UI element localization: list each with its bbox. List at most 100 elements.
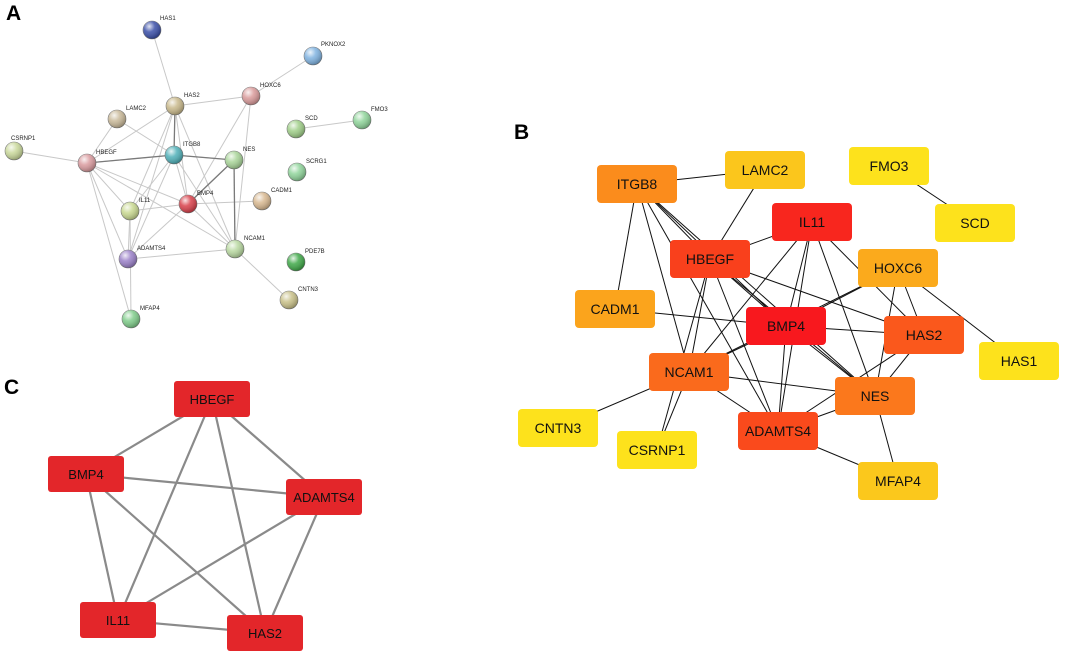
panel-b-node-il11: IL11 <box>772 203 852 241</box>
panel-a-node-il11-shine <box>121 202 139 220</box>
panel-a-node-scd: SCD <box>286 116 318 139</box>
panel-b-node-csrnp1-label: CSRNP1 <box>629 442 686 458</box>
panel-b-node-hoxc6: HOXC6 <box>858 249 938 287</box>
panel-c-node-bmp4-label: BMP4 <box>68 467 103 482</box>
panel-a-node-hbegf: HBEGF <box>77 150 117 173</box>
panel-c-node-il11-box <box>80 602 156 638</box>
panel-b-node-ncam1-box <box>649 353 729 391</box>
panel-a-node-hoxc6-label: HOXC6 <box>260 83 281 89</box>
panel-a-edge-itgb8-il11 <box>129 154 175 212</box>
panel-a-edge-hbegf-ncam1 <box>86 162 236 250</box>
panel-a-node-mfap4-label: MFAP4 <box>140 306 160 312</box>
panel-b-node-cadm1-label: CADM1 <box>590 301 639 317</box>
panel-c-edges <box>84 398 326 635</box>
panel-b-node-mfap4-label: MFAP4 <box>875 473 921 489</box>
panel-c-node-il11-label: IL11 <box>106 613 130 628</box>
panel-a-strong-edge-itgb8-nes <box>173 154 235 161</box>
panel-a-node-nes-label: NES <box>243 147 255 153</box>
panel-a-node-lamc2: LAMC2 <box>107 106 147 129</box>
panel-c-node-bmp4: BMP4 <box>48 456 124 492</box>
panel-a-node-has1-label: HAS1 <box>160 16 176 22</box>
panel-a-node-cntn3: CNTN3 <box>279 287 319 310</box>
panel-a-edges <box>13 29 363 320</box>
panel-b-node-hbegf-box <box>670 240 750 278</box>
panel-b-node-lamc2-label: LAMC2 <box>742 162 789 178</box>
panel-a-string-network: HAS1PKNOX2HOXC6HAS2LAMC2SCDFMO3CSRNP1ITG… <box>4 16 388 329</box>
panel-a-node-pknox2-label: PKNOX2 <box>321 42 346 48</box>
panel-b-node-scd-box <box>935 204 1015 242</box>
panel-a-node-scd-shine <box>287 120 305 138</box>
panel-a-node-scrg1-label: SCRG1 <box>306 159 327 165</box>
panel-b-node-mfap4: MFAP4 <box>858 462 938 500</box>
panel-a-node-ncam1-label: NCAM1 <box>244 236 266 242</box>
panel-a-letter: A <box>6 2 21 25</box>
panel-a-edge-bmp4-il11 <box>129 203 189 212</box>
panel-a-node-scrg1-shine <box>288 163 306 181</box>
panel-b-node-fmo3: FMO3 <box>849 147 929 185</box>
panel-c-edge-bmp4-il11 <box>84 473 120 621</box>
panel-a-node-il11: IL11 <box>120 198 151 221</box>
panel-b-node-lamc2: LAMC2 <box>725 151 805 189</box>
panel-a-edge-bmp4-cadm1 <box>187 200 263 205</box>
panel-a-node-has2-shine <box>166 97 184 115</box>
panel-b-node-hoxc6-box <box>858 249 938 287</box>
panel-b-node-adamts4-box <box>738 412 818 450</box>
panel-b-node-csrnp1-box <box>617 431 697 469</box>
panel-b-edge-il11-ncam1 <box>688 221 813 373</box>
panel-a-node-itgb8-shine <box>165 146 183 164</box>
panel-c-node-il11: IL11 <box>80 602 156 638</box>
panel-c-edge-bmp4-has2 <box>85 473 266 634</box>
panel-a-node-has1: HAS1 <box>142 16 176 40</box>
panel-a-edge-pknox2-hoxc6 <box>250 55 314 97</box>
panel-b-node-bmp4-box <box>746 307 826 345</box>
panel-b-node-bmp4: BMP4 <box>746 307 826 345</box>
panel-a-edge-ncam1-adamts4 <box>127 248 236 260</box>
panel-c-node-adamts4-label: ADAMTS4 <box>293 490 354 505</box>
panel-b-node-adamts4: ADAMTS4 <box>738 412 818 450</box>
panel-a-node-lamc2-shine <box>108 110 126 128</box>
panel-c-edge-adamts4-il11 <box>117 496 325 621</box>
panel-c-node-hbegf: HBEGF <box>174 381 250 417</box>
panel-a-edge-itgb8-ncam1 <box>173 154 236 250</box>
panel-c-edge-hbegf-il11 <box>116 398 214 621</box>
panel-b-node-il11-box <box>772 203 852 241</box>
panel-a-node-fmo3: FMO3 <box>352 107 388 130</box>
panel-b-node-nes: NES <box>835 377 915 415</box>
panel-a-edge-lamc2-itgb8 <box>116 118 175 156</box>
panel-a-edge-hbegf-bmp4 <box>86 162 189 205</box>
panel-b-node-ncam1-label: NCAM1 <box>664 364 713 380</box>
panel-a-node-il11-label: IL11 <box>139 198 151 204</box>
panel-b-node-scd-label: SCD <box>960 215 990 231</box>
panel-b-node-mfap4-box <box>858 462 938 500</box>
panel-b-node-adamts4-label: ADAMTS4 <box>745 423 811 439</box>
panel-b-node-hoxc6-label: HOXC6 <box>874 260 922 276</box>
panel-a-node-ncam1-shine <box>226 240 244 258</box>
panel-a-node-nes-shine <box>225 151 243 169</box>
panel-b-node-itgb8-label: ITGB8 <box>617 176 658 192</box>
panel-a-node-csrnp1: CSRNP1 <box>4 136 36 161</box>
panel-a-node-itgb8: ITGB8 <box>164 142 201 165</box>
panel-a-edge-bmp4-adamts4 <box>127 203 189 260</box>
panel-a-edge-ncam1-has2 <box>174 105 236 250</box>
panel-b-letter: B <box>514 121 529 144</box>
panel-a-edge-has1-has2 <box>151 29 176 107</box>
panel-a-edge-scd-fmo3 <box>295 119 363 130</box>
panel-b-node-scd: SCD <box>935 204 1015 242</box>
panel-b-node-bmp4-label: BMP4 <box>767 318 805 334</box>
panel-b-node-ncam1: NCAM1 <box>649 353 729 391</box>
panel-b-node-itgb8-box <box>597 165 677 203</box>
panel-a-edge-hoxc6-has2 <box>174 95 252 107</box>
panel-b-node-itgb8: ITGB8 <box>597 165 677 203</box>
panel-b-node-fmo3-box <box>849 147 929 185</box>
panel-a-strong-edge-hbegf-itgb8 <box>86 154 175 164</box>
panel-c-node-has2: HAS2 <box>227 615 303 651</box>
panel-a-node-hbegf-label: HBEGF <box>96 150 117 156</box>
panel-a-node-bmp4: BMP4 <box>178 191 214 214</box>
panel-a-node-cadm1-shine <box>253 192 271 210</box>
panel-a-strong-edge-nes-ncam1 <box>233 159 236 250</box>
panel-a-node-pknox2-shine <box>304 47 322 65</box>
panel-a-node-hbegf-shine <box>78 154 96 172</box>
